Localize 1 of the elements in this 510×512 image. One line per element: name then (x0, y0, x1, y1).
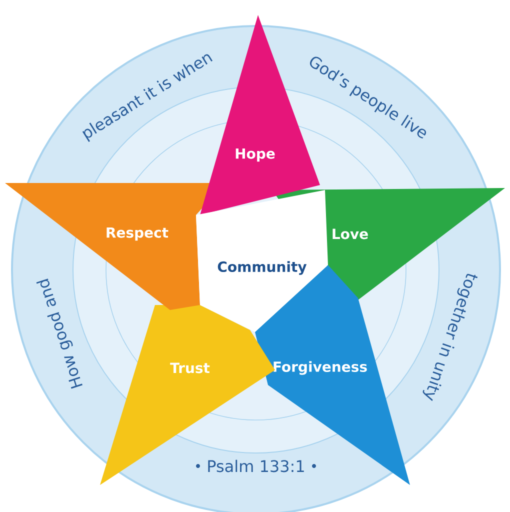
center-pentagon: Community (196, 190, 328, 332)
